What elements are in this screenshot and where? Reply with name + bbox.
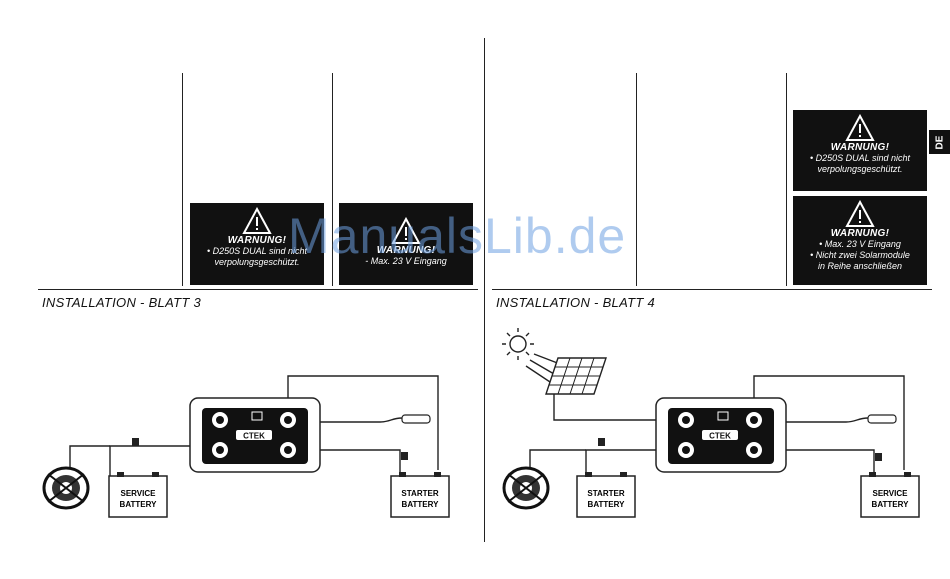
warning-box-polarity-left: WARNUNG! • D250S DUAL sind nicht verpolu…	[190, 203, 324, 285]
plug-connector	[867, 414, 897, 424]
battery-label: SERVICE	[873, 489, 909, 498]
warning-box-voltage-right: WARNUNG! • Max. 23 V Eingang • Nicht zwe…	[793, 196, 927, 285]
alternator-icon	[502, 466, 550, 510]
battery-label: STARTER	[401, 489, 438, 498]
warning-line: • D250S DUAL sind nicht	[206, 246, 308, 256]
warning-triangle-icon	[845, 200, 875, 227]
wiring-diagram-left: CTEK SERVICE BATTERY STARTER BATTERY	[42, 375, 450, 518]
warning-title: WARNUNG!	[830, 228, 890, 239]
warning-line: verpolungsgeschützt.	[214, 257, 300, 267]
column-rule-left-1	[182, 73, 183, 286]
warning-box-voltage-left: WARNUNG! - Max. 23 V Eingang	[339, 203, 473, 285]
warning-triangle-icon	[242, 207, 272, 234]
battery-right-a: STARTER BATTERY	[576, 472, 636, 518]
language-tab: DE	[929, 130, 950, 154]
warning-line: in Reihe anschließen	[817, 261, 903, 271]
battery-label: BATTERY	[120, 500, 158, 509]
column-rule-right-2	[786, 73, 787, 286]
charger-device: CTEK	[189, 397, 321, 473]
section-rule-left	[38, 289, 478, 290]
fuse-icon	[401, 452, 408, 460]
warning-title: WARNUNG!	[830, 142, 890, 153]
fuse-icon	[598, 438, 605, 446]
device-brand-label: CTEK	[243, 432, 265, 441]
battery-left-a: SERVICE BATTERY	[108, 472, 168, 518]
section-heading-left: INSTALLATION - BLATT 3	[42, 295, 202, 310]
battery-label: SERVICE	[121, 489, 157, 498]
charger-device: CTEK	[655, 397, 787, 473]
section-rule-right	[492, 289, 932, 290]
battery-right-b: SERVICE BATTERY	[860, 472, 920, 518]
battery-label: STARTER	[587, 489, 624, 498]
column-rule-right-1	[636, 73, 637, 286]
battery-label: BATTERY	[402, 500, 440, 509]
column-rule-left-2	[332, 73, 333, 286]
warning-title: WARNUNG!	[227, 235, 287, 246]
warning-triangle-icon	[391, 217, 421, 244]
fuse-icon	[875, 453, 882, 461]
battery-left-b: STARTER BATTERY	[390, 472, 450, 518]
warning-line: verpolungsgeschützt.	[817, 164, 903, 174]
warning-line: • Max. 23 V Eingang	[819, 239, 901, 249]
sun-icon	[502, 328, 561, 383]
warning-line: • D250S DUAL sind nicht	[809, 153, 911, 163]
device-brand-label: CTEK	[709, 432, 731, 441]
wiring-diagram-right: CTEK STARTER BATTERY SERVICE BATTERY	[502, 328, 920, 518]
fuse-icon	[132, 438, 139, 446]
warning-line: - Max. 23 V Eingang	[365, 256, 447, 266]
warning-box-polarity-right: WARNUNG! • D250S DUAL sind nicht verpolu…	[793, 110, 927, 191]
alternator-icon	[42, 466, 90, 510]
page-divider	[484, 38, 485, 542]
section-heading-right: INSTALLATION - BLATT 4	[496, 295, 656, 310]
warning-triangle-icon	[845, 114, 875, 141]
solar-panel-icon	[545, 357, 607, 395]
battery-label: BATTERY	[588, 500, 626, 509]
warning-line: • Nicht zwei Solarmodule	[810, 250, 910, 260]
battery-label: BATTERY	[872, 500, 910, 509]
warning-title: WARNUNG!	[376, 245, 436, 256]
plug-connector	[401, 414, 431, 424]
